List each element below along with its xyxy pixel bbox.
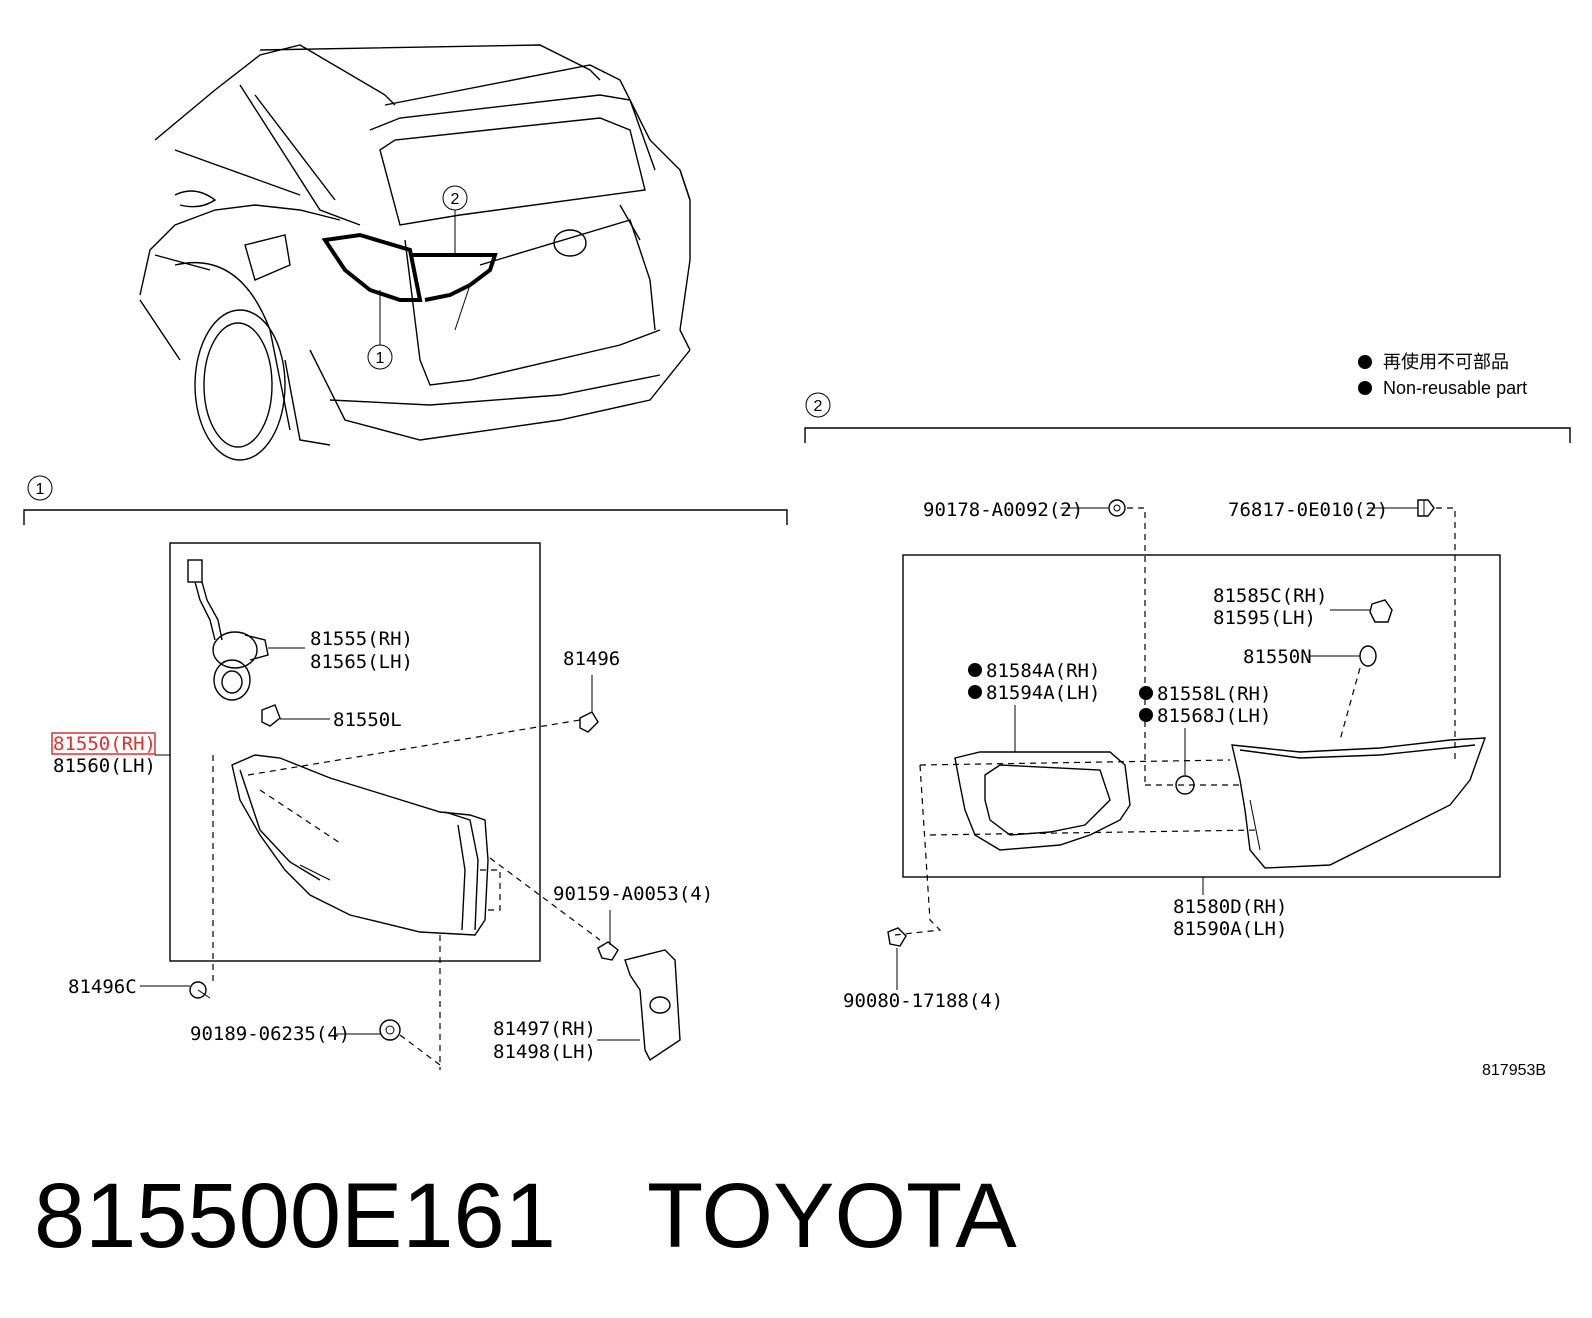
rear-combination-lamp[interactable] <box>231 754 489 936</box>
callout-2-section[interactable] <box>805 392 831 418</box>
screw-90159[interactable] <box>597 941 619 961</box>
bulb-81550L[interactable] <box>261 704 281 727</box>
label-90159[interactable]: 90159-A0053(4) <box>553 883 713 905</box>
screw-90178[interactable] <box>1108 499 1126 517</box>
label-90189[interactable]: 90189-06235(4) <box>190 1023 350 1045</box>
bulb-81550N[interactable] <box>1359 645 1377 667</box>
label-90178[interactable]: 90178-A0092(2) <box>923 499 1083 521</box>
section-1-header: 1 <box>23 475 788 525</box>
svg-text:1: 1 <box>376 350 385 367</box>
nut-90189[interactable] <box>379 1019 401 1041</box>
section-2-header: 2 <box>804 392 1571 443</box>
callout-1-section[interactable] <box>27 475 53 501</box>
label-90080[interactable]: 90080-17188(4) <box>843 990 1003 1012</box>
highlight-box <box>51 732 156 755</box>
label-81580D[interactable]: 81580D(RH) <box>1173 896 1287 918</box>
lamp-81580D[interactable] <box>1231 737 1487 869</box>
label-81560-lh[interactable]: 81560(LH) <box>53 755 156 777</box>
label-81595[interactable]: 81595(LH) <box>1213 607 1316 629</box>
label-81550-rh[interactable]: 81550(RH) <box>53 733 156 755</box>
non-reusable-bullet-icon <box>968 663 982 677</box>
section-1-box <box>169 542 541 962</box>
gasket-81584A[interactable] <box>954 751 1131 851</box>
label-81497[interactable]: 81497(RH) <box>493 1018 596 1040</box>
label-81555[interactable]: 81555(RH) <box>310 628 413 650</box>
section-2-box <box>902 554 1501 878</box>
non-reusable-bullet-icon <box>968 685 982 699</box>
label-81498[interactable]: 81498(LH) <box>493 1041 596 1063</box>
vehicle-illustration <box>139 44 691 461</box>
label-81568J[interactable]: 81568J(LH) <box>1157 705 1271 727</box>
label-81496C[interactable]: 81496C <box>68 976 137 998</box>
legend: 再使用不可部品 Non-reusable part <box>1358 352 1527 398</box>
label-81558L[interactable]: 81558L(RH) <box>1157 683 1271 705</box>
clip-81496[interactable] <box>579 711 599 733</box>
legend-en: Non-reusable part <box>1383 378 1527 398</box>
non-reusable-bullet-icon <box>1358 355 1372 369</box>
svg-text:1: 1 <box>36 481 45 498</box>
label-81550L[interactable]: 81550L <box>333 709 402 731</box>
label-81565[interactable]: 81565(LH) <box>310 651 413 673</box>
label-81585C[interactable]: 81585C(RH) <box>1213 585 1327 607</box>
svg-text:2: 2 <box>814 398 823 415</box>
brand-name: TOYOTA <box>647 1165 1017 1267</box>
label-81584A[interactable]: 81584A(RH) <box>986 660 1100 682</box>
label-81550N[interactable]: 81550N <box>1243 646 1312 668</box>
label-81496[interactable]: 81496 <box>563 648 620 670</box>
socket-wire-assembly[interactable] <box>187 559 269 701</box>
label-81590A[interactable]: 81590A(LH) <box>1173 918 1287 940</box>
callout-2-car[interactable]: 2 <box>442 185 468 211</box>
svg-text:2: 2 <box>451 191 460 208</box>
non-reusable-bullet-icon <box>1139 708 1153 722</box>
non-reusable-bullet-icon <box>1139 686 1153 700</box>
diagram-id: 817953B <box>1482 1062 1546 1079</box>
part-number: 815500E161 <box>34 1165 556 1267</box>
label-81594A[interactable]: 81594A(LH) <box>986 682 1100 704</box>
screw-90080[interactable] <box>887 927 907 947</box>
callout-1-car[interactable]: 1 <box>367 344 393 370</box>
clip-76817[interactable] <box>1417 499 1435 517</box>
non-reusable-bullet-icon <box>1358 381 1372 395</box>
label-76817[interactable]: 76817-0E010(2) <box>1228 499 1388 521</box>
legend-jp: 再使用不可部品 <box>1383 352 1509 372</box>
socket-81585C[interactable] <box>1369 599 1393 623</box>
bracket-81497[interactable] <box>624 949 681 1062</box>
clip-81496C[interactable] <box>189 981 211 999</box>
